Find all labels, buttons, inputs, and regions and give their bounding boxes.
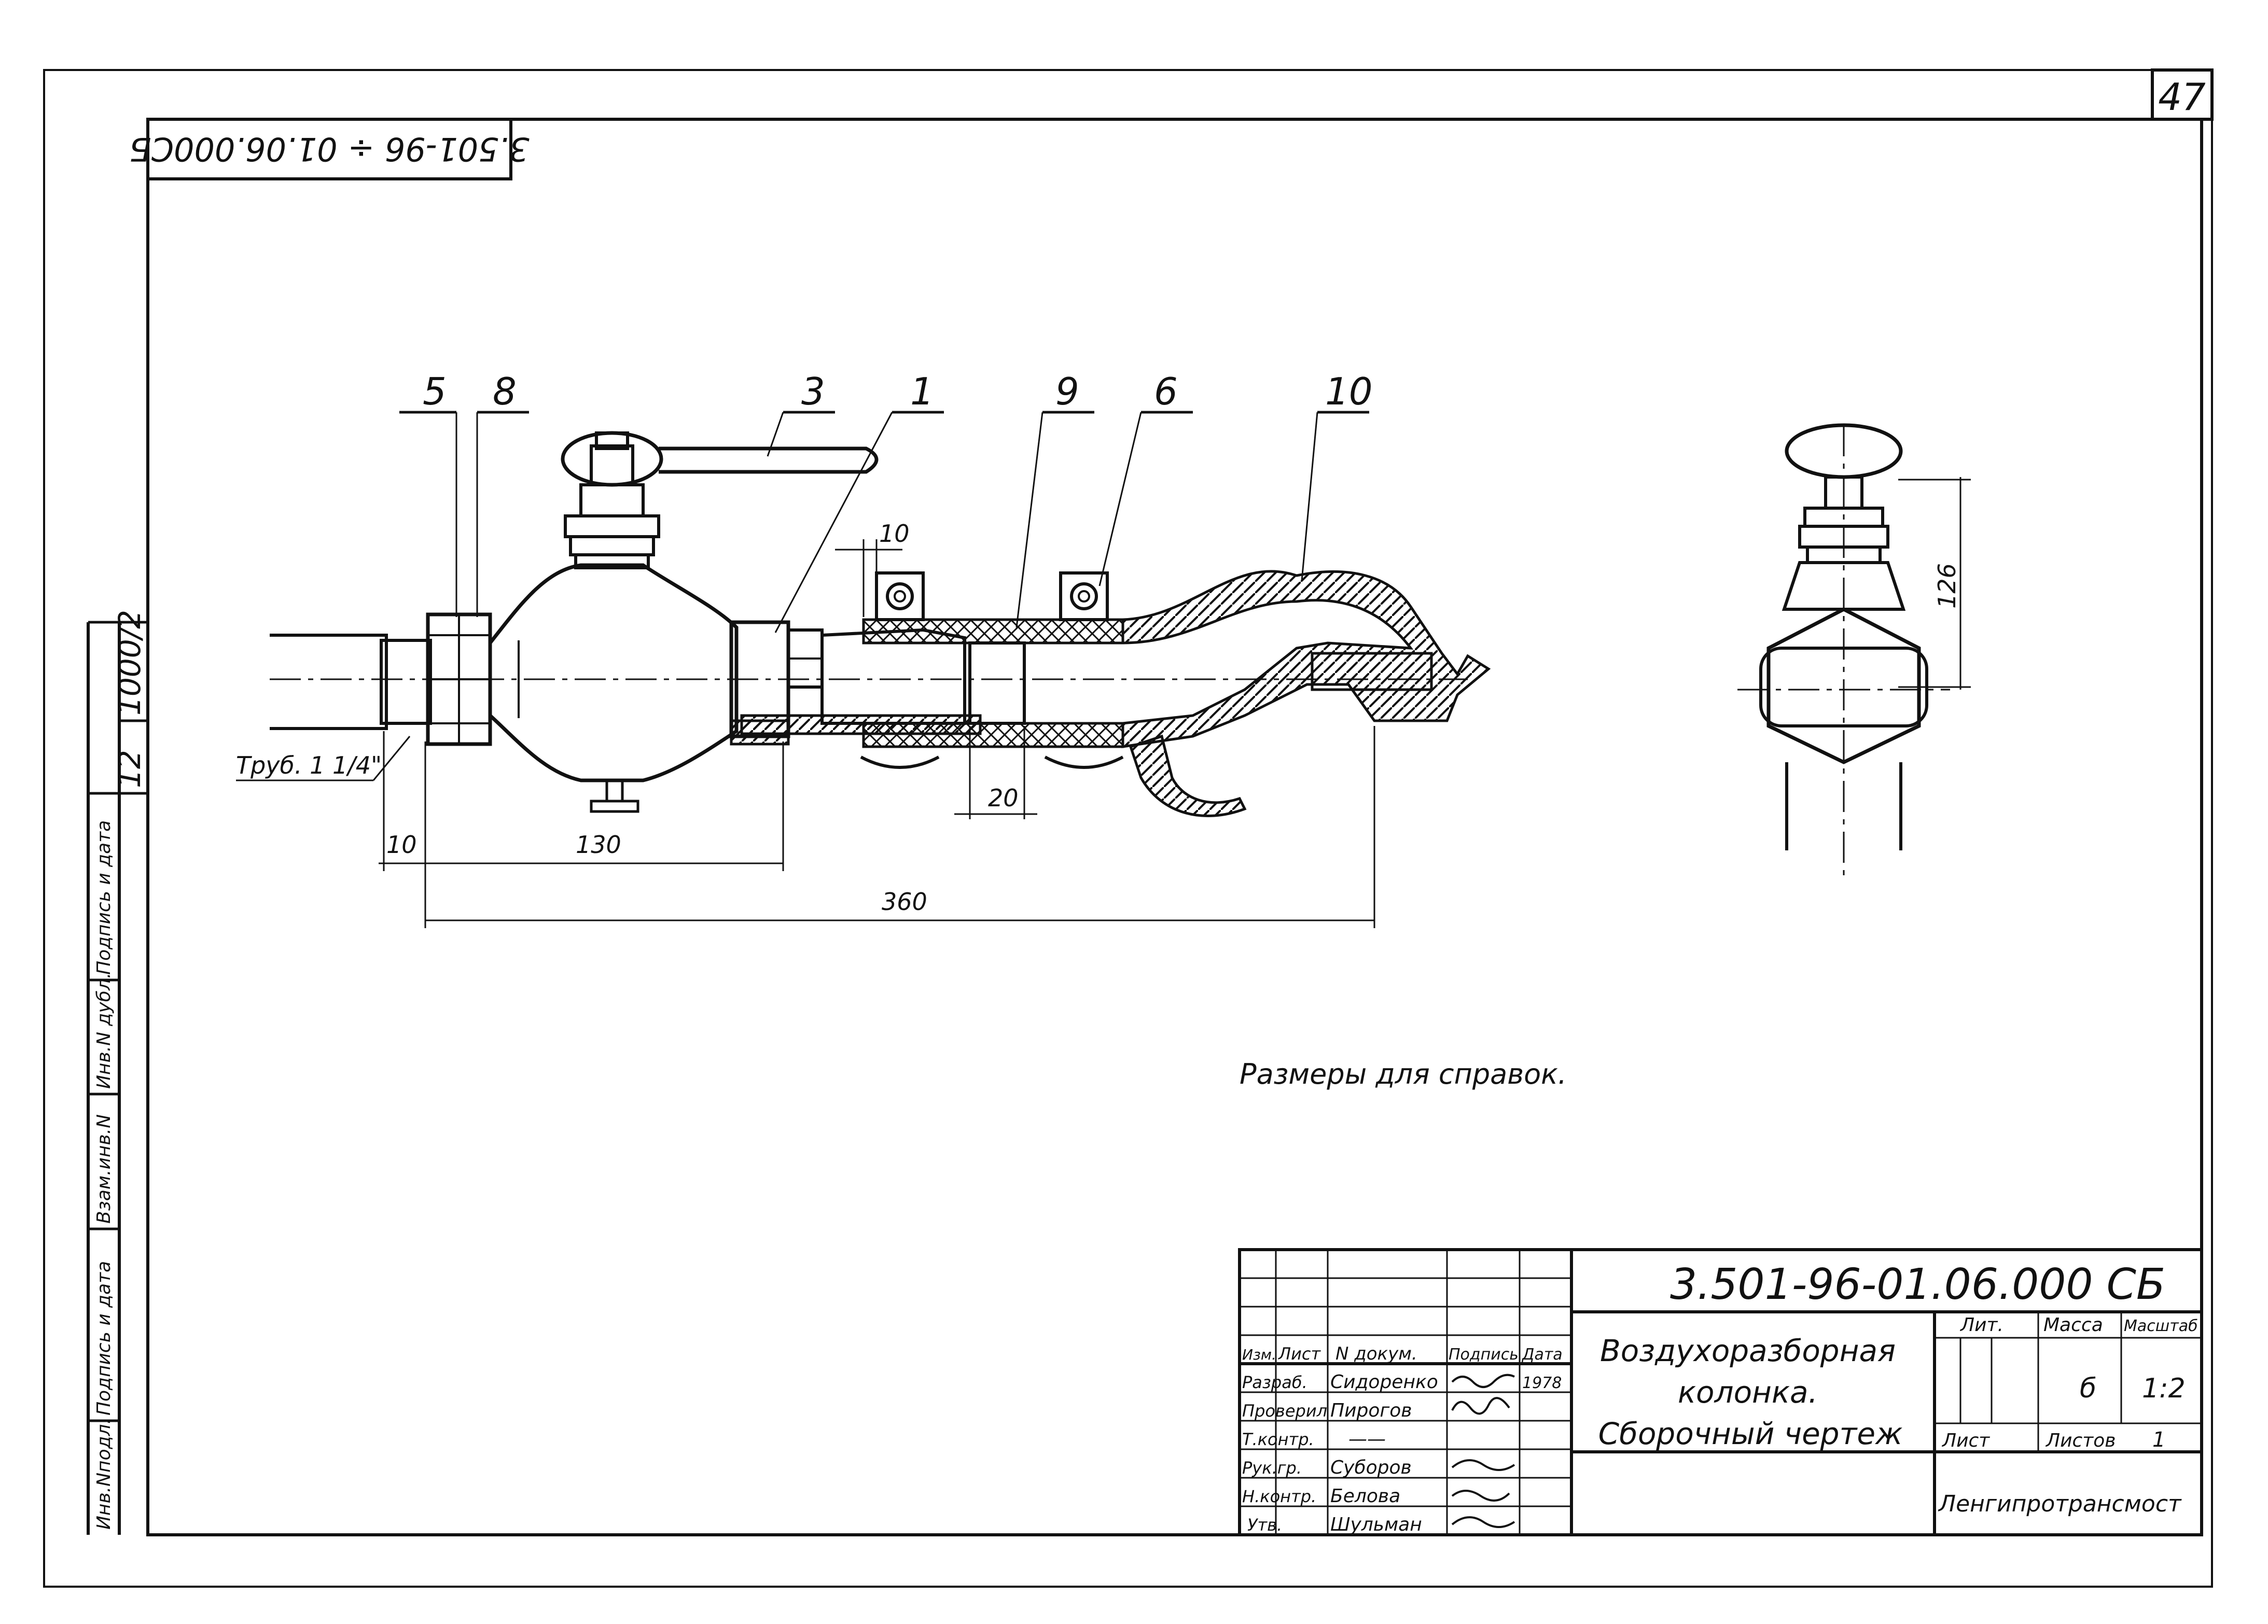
dim-10-left: 10 [386, 831, 417, 859]
row-role-3: Т.контр. [1242, 1430, 1314, 1449]
sheets-label: Листов [2045, 1430, 2116, 1451]
assembly-end-view [1737, 423, 1950, 881]
row-name-4: Суборов [1330, 1457, 1412, 1478]
assembly-side-view [270, 431, 1491, 817]
row-name-2: Пирогов [1330, 1400, 1412, 1421]
callouts: 5 8 3 1 9 6 10 [399, 370, 1373, 633]
col-list: Лист [1278, 1344, 1321, 1364]
signatures [1451, 1374, 1515, 1528]
title-line-1: Воздухоразборная [1600, 1333, 1896, 1368]
valve-body [488, 563, 739, 782]
title-block: Изм. Лист N докум. Подпись Дата Разраб. … [1238, 1248, 2203, 1536]
inlet-pipe [270, 634, 388, 730]
callout-6: 6 [1154, 370, 1178, 413]
side-label-1: Инв.Nподл. [93, 1418, 115, 1530]
pipe-label: Труб. 1 1/4" [236, 751, 382, 779]
lit-label: Лит. [1959, 1314, 2003, 1336]
side-label-2: Подпись и дата [93, 1261, 115, 1416]
nozzle-hook [1129, 734, 1247, 817]
row-role-1: Разраб. [1242, 1373, 1307, 1392]
dim-360: 360 [882, 888, 927, 916]
handle-knob [561, 431, 663, 487]
callout-3: 3 [801, 370, 825, 413]
row-role-6: Утв. [1247, 1515, 1282, 1535]
reference-note: Размеры для справок. [1240, 1058, 1567, 1090]
top-code-box [146, 118, 512, 180]
col-date: Дата [1521, 1346, 1563, 1364]
title-line-2: колонка. [1678, 1375, 1818, 1410]
org-name: Ленгипротрансмост [1938, 1491, 2182, 1517]
row-name-1: Сидоренко [1330, 1371, 1438, 1393]
row-role-4: Рук.гр. [1242, 1458, 1302, 1478]
inner-frame [146, 118, 2203, 1536]
sheet-number-box [2151, 68, 2214, 121]
outer-frame [43, 69, 2213, 1588]
mass-label: Масса [2043, 1314, 2103, 1336]
side-label-3: Взам.инв.N [93, 1114, 115, 1224]
nozzle [1121, 570, 1491, 748]
dim-20: 20 [988, 784, 1019, 812]
dim-126: 126 [1933, 563, 1961, 609]
row-name-3: —— [1348, 1429, 1386, 1450]
sheets-value: 1 [2152, 1428, 2165, 1452]
col-sign: Подпись [1449, 1346, 1519, 1364]
lever-handle [659, 446, 879, 474]
row-name-5: Белова [1330, 1486, 1400, 1507]
dim-10-top: 10 [879, 520, 910, 548]
doc-code: 3.501-96-01.06.000 СБ [1670, 1260, 2165, 1309]
side-label-5: Подпись и дата [93, 820, 115, 975]
callout-9: 9 [1055, 370, 1079, 413]
clamp-right [1044, 571, 1124, 769]
callout-1: 1 [910, 370, 934, 413]
callout-8: 8 [493, 370, 517, 413]
dimensions: 10 20 10 130 360 126 [379, 477, 1971, 928]
title-line-3: Сборочный чертеж [1598, 1416, 1903, 1451]
sheet-number: 47 [2158, 75, 2206, 119]
row-role-5: Н.контр. [1242, 1487, 1316, 1506]
end-view-hex [1766, 607, 1921, 764]
callout-5: 5 [423, 370, 447, 413]
col-ndoc: N докум. [1335, 1343, 1417, 1364]
scale-value: 1:2 [2142, 1373, 2186, 1404]
hose [862, 618, 1124, 645]
scale-label: Масштаб [2124, 1317, 2198, 1335]
mass-value: б [2080, 1373, 2096, 1404]
row-role-2: Проверил [1242, 1401, 1327, 1421]
side-label-4: Инв.N дубл. [93, 973, 115, 1089]
col-izm: Изм. [1242, 1346, 1276, 1363]
top-code-mirrored: 3.501-96 ÷ 01.06.000СБ [129, 130, 530, 168]
callout-10: 10 [1325, 370, 1373, 413]
valve-stem [579, 483, 645, 517]
side-number-b: 12 [112, 750, 147, 788]
sheet-label: Лист [1941, 1430, 1990, 1451]
dim-130: 130 [576, 831, 621, 859]
side-strip: Инв.Nподл. Подпись и дата Взам.инв.N Инв… [87, 610, 148, 1535]
row-date-1: 1978 [1522, 1374, 1562, 1392]
side-number-a: 1000/2 [112, 610, 147, 716]
row-name-6: Шульман [1330, 1514, 1422, 1535]
